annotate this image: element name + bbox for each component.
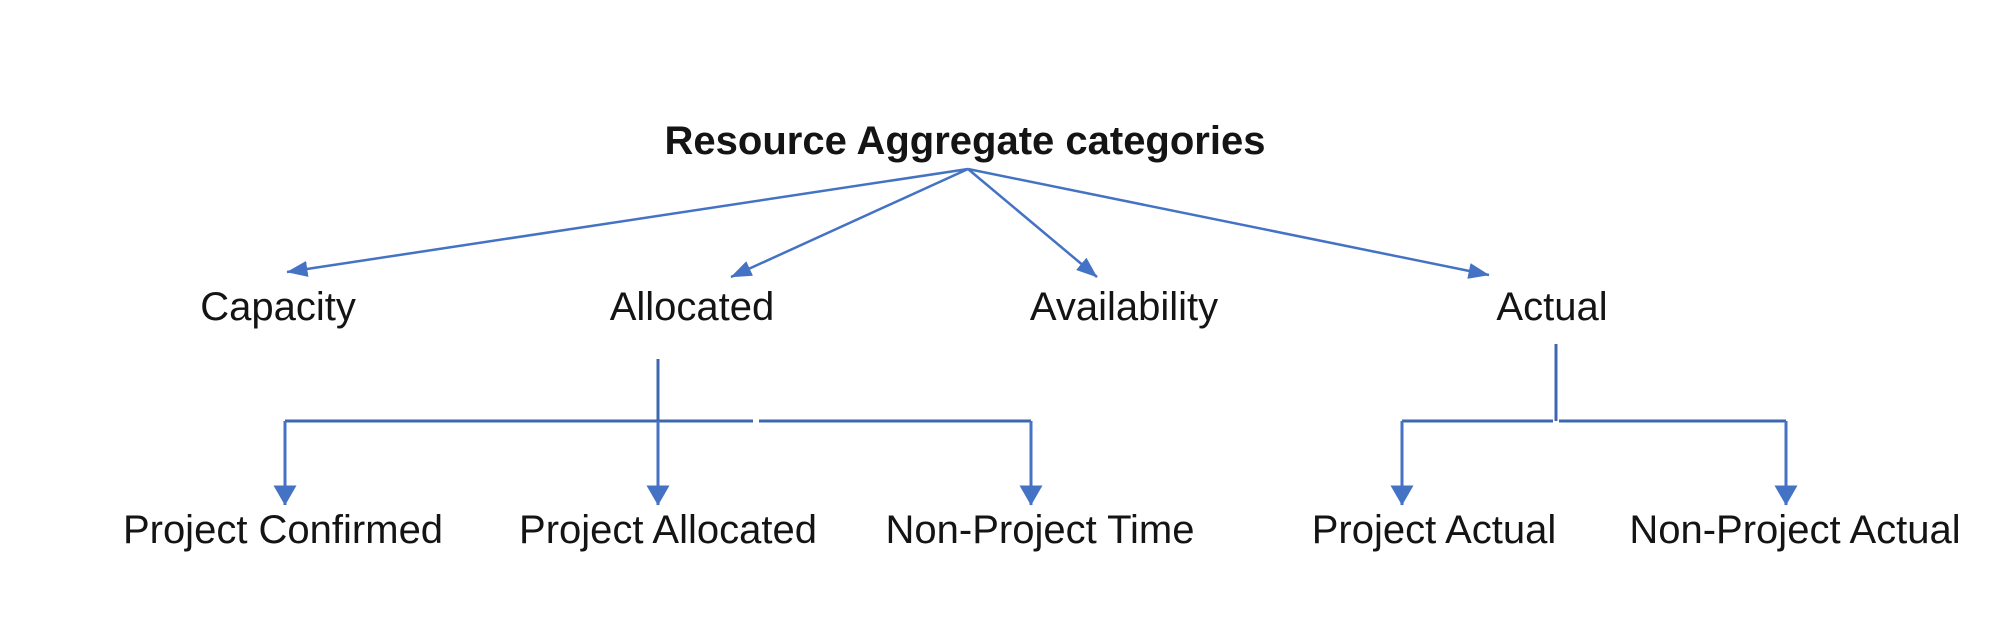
node-project-actual: Project Actual bbox=[1311, 508, 1557, 552]
diagram-title: Resource Aggregate categories bbox=[664, 119, 1266, 163]
arrow-root-to-capacity bbox=[286, 167, 969, 277]
arrow-root-to-allocated bbox=[730, 167, 969, 279]
node-project-allocated: Project Allocated bbox=[519, 508, 817, 552]
node-project-confirmed: Project Confirmed bbox=[122, 508, 444, 552]
arrow-root-to-availability bbox=[967, 168, 1098, 278]
arrow-root-to-actual bbox=[967, 167, 1490, 279]
node-availability: Availability bbox=[1029, 285, 1219, 329]
node-allocated: Allocated bbox=[609, 285, 775, 329]
node-non-project-time: Non-Project Time bbox=[885, 508, 1195, 552]
node-capacity: Capacity bbox=[200, 285, 356, 329]
node-actual: Actual bbox=[1496, 285, 1608, 329]
node-non-project-actual: Non-Project Actual bbox=[1629, 508, 1961, 552]
